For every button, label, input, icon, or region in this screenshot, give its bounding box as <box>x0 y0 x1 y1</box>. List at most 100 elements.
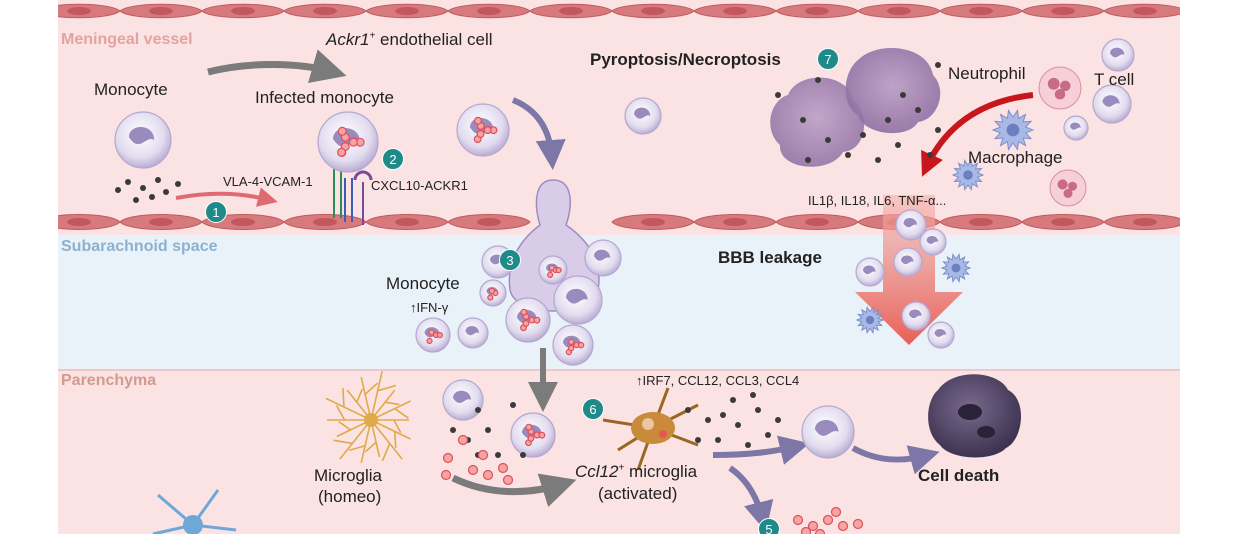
step-badge-3: 3 <box>499 249 521 271</box>
cytokine-dot <box>915 107 921 113</box>
cytokine-dot <box>735 422 741 428</box>
monocyte-cell <box>456 103 510 157</box>
neutrophil-label: Neutrophil <box>948 64 1026 83</box>
cytokine-dot <box>775 92 781 98</box>
monocyte-label-top: Monocyte <box>94 80 168 99</box>
virus-particle <box>837 520 849 532</box>
cytokines-label: IL1β, IL18, IL6, TNF-α... <box>808 193 947 208</box>
vla4-vcam1-label: VLA-4-VCAM-1 <box>223 174 313 189</box>
endothelial-cell-label: Ackr1+ endothelial cell <box>326 30 493 49</box>
macrophage-label: Macrophage <box>968 148 1063 167</box>
cytokine-dot <box>495 452 501 458</box>
cytokine-dot <box>750 392 756 398</box>
virus-particle <box>814 528 826 534</box>
infected-monocyte-label: Infected monocyte <box>255 88 394 107</box>
virus-particle <box>852 518 864 530</box>
step-badge-6: 6 <box>582 398 604 420</box>
monocyte-cell <box>114 111 172 169</box>
cytokine-dot <box>895 142 901 148</box>
virus-particle <box>800 526 812 534</box>
cytokine-dot <box>705 417 711 423</box>
gene-upregulation-label: ↑IRF7, CCL12, CCL3, CCL4 <box>636 373 800 388</box>
step-badge-1: 1 <box>205 201 227 223</box>
monocyte-cell <box>919 228 947 256</box>
cytokine-dot <box>805 157 811 163</box>
macrophage-cell <box>991 109 1035 151</box>
cytokine-dot <box>510 402 516 408</box>
activated-label: (activated) <box>598 484 678 503</box>
macrophage-cell <box>951 159 985 191</box>
to-cell-death-arrow <box>851 445 940 475</box>
microglia-label: Microglia <box>314 466 383 485</box>
cytokine-dot <box>175 181 181 187</box>
pyroptotic-cells <box>770 48 941 167</box>
cytokine-dot <box>685 407 691 413</box>
cytokine-dot <box>155 177 161 183</box>
cytokine-dot <box>815 77 821 83</box>
cytokine-dot <box>715 437 721 443</box>
monocyte-cell <box>457 317 489 349</box>
cytokine-dot <box>885 117 891 123</box>
microglia-state-label: (homeo) <box>318 487 382 506</box>
cytokine-dot <box>140 185 146 191</box>
cytokine-dot <box>860 132 866 138</box>
step-badge-5: 5 <box>758 518 780 534</box>
diagram-artwork <box>58 0 1180 534</box>
region-label-subarachnoid-space: Subarachnoid space <box>61 238 218 255</box>
virus-particle <box>830 506 842 518</box>
virus-particle <box>442 452 454 464</box>
virus-particle <box>477 449 489 461</box>
cytokine-dot <box>745 442 751 448</box>
monocyte-cell <box>415 317 451 353</box>
monocyte-cell <box>801 405 855 459</box>
virus-particle <box>497 462 509 474</box>
t-cell <box>1063 115 1089 141</box>
virus-particle <box>457 434 469 446</box>
neutrophil-cell <box>1049 169 1087 207</box>
infected-monocyte-cell <box>317 111 379 173</box>
cytokine-dot <box>149 194 155 200</box>
pyroptosis-label: Pyroptosis/Necroptosis <box>590 50 781 69</box>
neutrophil-cell <box>1038 66 1082 110</box>
endothelium-top <box>58 3 1180 19</box>
region-label-parenchyma: Parenchyma <box>61 372 157 389</box>
monocyte-cell <box>893 247 923 277</box>
ackr1-receptor <box>353 170 373 181</box>
step-badge-2: 2 <box>382 148 404 170</box>
cytokine-dot <box>720 412 726 418</box>
virus-particle <box>440 469 452 481</box>
t-cell-label: T cell <box>1094 70 1135 89</box>
monocyte-migration-arrow <box>207 49 347 84</box>
homeostatic-microglia <box>325 371 411 464</box>
extravasation-arrow <box>511 97 566 170</box>
cytokine-dot <box>163 189 169 195</box>
cytokine-dot <box>730 397 736 403</box>
monocyte-cell <box>510 412 556 458</box>
bbb-leakage-label: BBB leakage <box>718 248 822 267</box>
cytokine-dot <box>125 179 131 185</box>
t-cell <box>1092 84 1132 124</box>
cxcl10-ackr1-label: CXCL10-ACKR1 <box>371 178 468 193</box>
neutrophil-recruitment-arrow <box>921 92 1034 177</box>
cytokine-dot <box>485 427 491 433</box>
monocyte-cell <box>895 209 927 241</box>
to-monocyte-arrow <box>712 435 810 465</box>
to-step5-arrow <box>728 465 774 532</box>
monocyte-cell <box>553 275 603 325</box>
ccl12-microglia-label: Ccl12+ microglia <box>575 462 698 481</box>
step-badge-7: 7 <box>817 48 839 70</box>
monocyte-cell <box>624 97 662 135</box>
adhesion-arrow <box>175 187 278 207</box>
t-cell <box>1101 38 1135 72</box>
cytokine-dot <box>133 197 139 203</box>
macrophage-cell <box>940 253 972 283</box>
monocyte-cell <box>855 257 885 287</box>
virus-particle <box>807 520 819 532</box>
cytokine-dot <box>520 452 526 458</box>
monocyte-cell <box>538 255 568 285</box>
receptor-ladder-2 <box>344 178 353 222</box>
cytokine-dot <box>927 152 933 158</box>
monocyte-cell <box>584 239 622 277</box>
monocyte-cell <box>505 297 551 343</box>
